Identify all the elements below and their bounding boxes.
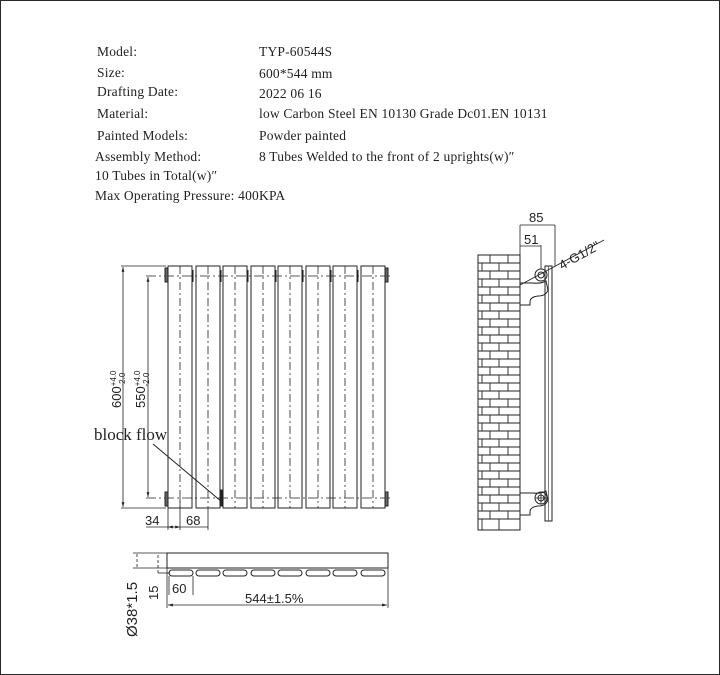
assembly-method-value: 8 Tubes Welded to the front of 2 upright…: [259, 149, 515, 164]
radiator-tubes: [167, 265, 386, 509]
offset-15-dimension: 15: [146, 586, 161, 600]
painted-models-label: Painted Models:: [97, 128, 189, 143]
material-label: Material:: [97, 106, 149, 121]
block-flow-annotation: block flow: [94, 425, 168, 444]
side-view: [477, 224, 605, 531]
material-value: low Carbon Steel EN 10130 Grade Dc01.EN …: [259, 106, 548, 121]
overall-width-dimension: 544±1.5%: [245, 591, 304, 606]
wall-to-center-dimension: 51: [524, 232, 538, 247]
max-pressure: Max Operating Pressure: 400KPA: [95, 188, 286, 203]
drafting-date-label: Drafting Date:: [97, 84, 179, 99]
model-value: TYP-60544S: [259, 44, 333, 59]
centers-dimension: 550+4.0-2.0: [133, 370, 151, 408]
front-view: [121, 265, 390, 530]
connection-label: 4-G1/2": [556, 238, 602, 273]
drafting-date-value: 2022 06 16: [259, 86, 322, 101]
tube-diameter-dimension: Ø38*1.5: [124, 582, 141, 637]
top-view: [133, 552, 389, 608]
tube-sections: [168, 569, 386, 577]
size-value: 600*544 mm: [259, 66, 333, 81]
height-dimension: 600+4.0-2.0: [109, 370, 127, 408]
painted-models-value: Powder painted: [259, 128, 347, 143]
assembly-method-label: Assembly Method:: [95, 149, 202, 164]
tube-width-dimension: 60: [172, 581, 186, 596]
offset-dimension: 34: [145, 513, 159, 528]
depth-dimension: 85: [529, 210, 543, 225]
pitch-dimension: 68: [186, 513, 200, 528]
model-label: Model:: [97, 44, 138, 59]
size-label: Size:: [97, 65, 125, 80]
brick-wall: [477, 254, 521, 531]
assembly-continued: 10 Tubes in Total(w)″: [95, 168, 218, 183]
